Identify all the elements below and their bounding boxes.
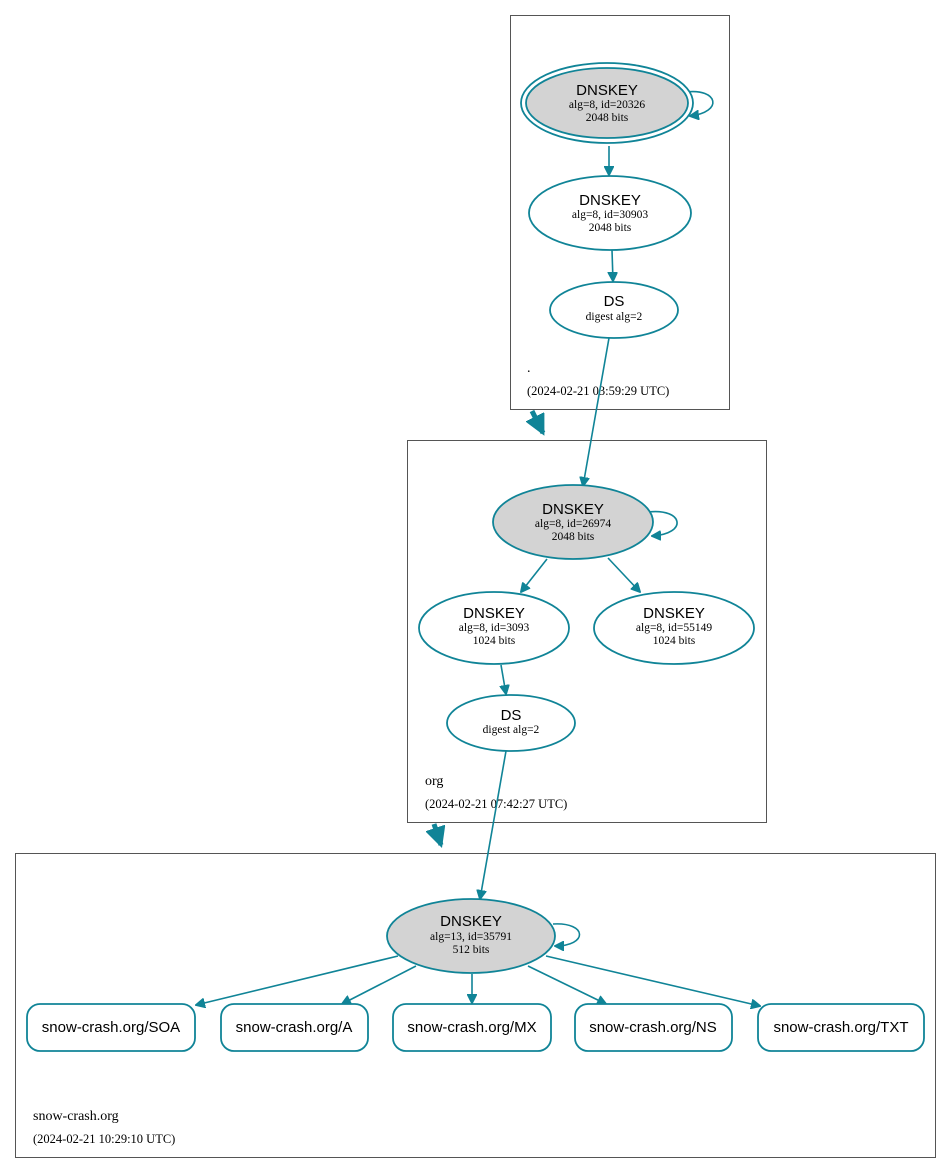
edge-snow-key-a: [342, 965, 417, 1004]
node-org-zsk-55149[interactable]: DNSKEY alg=8, id=55149 1024 bits: [593, 591, 755, 665]
rrset-ns-label: snow-crash.org/NS: [589, 1019, 717, 1036]
edge-org-zsk1-ds: [501, 664, 506, 694]
rrset-soa-label: snow-crash.org/SOA: [42, 1019, 180, 1036]
edge-snow-key-soa: [196, 955, 399, 1005]
zone-time-root: (2024-02-21 03:59:29 UTC): [527, 384, 669, 398]
rrset-mx-label: snow-crash.org/MX: [407, 1019, 536, 1036]
node-root-ksk-line2: 2048 bits: [586, 112, 629, 124]
edge-snow-key-txt: [545, 955, 760, 1006]
node-org-ksk-line1: alg=8, id=26974: [535, 518, 611, 530]
node-org-zsk1-line1: alg=8, id=3093: [459, 622, 530, 634]
edge-snow-key-self: [552, 923, 581, 946]
edge-root-ds-org-ksk: [583, 337, 610, 486]
node-root-zsk-line1: alg=8, id=30903: [572, 209, 648, 221]
node-snow-key-title: DNSKEY: [440, 913, 502, 930]
zone-box-org: [407, 440, 767, 823]
zone-box-root: [510, 15, 730, 410]
node-root-ksk-title: DNSKEY: [576, 82, 638, 99]
zone-name-org: org: [425, 774, 443, 789]
delegation-edge-root-org: [532, 409, 546, 433]
edge-org-ksk-zsk1: [521, 558, 548, 592]
node-org-ds-line1: digest alg=2: [483, 724, 540, 736]
node-org-ds[interactable]: DS digest alg=2: [446, 694, 576, 752]
rrset-txt[interactable]: snow-crash.org/TXT: [757, 1003, 925, 1052]
node-root-ds-line1: digest alg=2: [586, 311, 643, 323]
zone-name-root: .: [527, 361, 531, 376]
edge-snow-key-ns: [527, 965, 606, 1004]
node-org-zsk-3093[interactable]: DNSKEY alg=8, id=3093 1024 bits: [418, 591, 570, 665]
zone-name-snow-crash: snow-crash.org: [33, 1109, 119, 1124]
node-org-zsk1-title: DNSKEY: [463, 605, 525, 622]
rrset-mx[interactable]: snow-crash.org/MX: [392, 1003, 552, 1052]
node-org-zsk2-line2: 1024 bits: [653, 635, 696, 647]
node-org-ksk[interactable]: DNSKEY alg=8, id=26974 2048 bits: [492, 484, 654, 560]
node-org-ds-title: DS: [501, 707, 522, 724]
node-snow-key-line2: 512 bits: [453, 944, 490, 956]
zone-time-snow-crash: (2024-02-21 10:29:10 UTC): [33, 1132, 175, 1146]
node-root-ksk-line1: alg=8, id=20326: [569, 99, 645, 111]
edge-root-zsk-ds: [612, 249, 613, 281]
node-org-zsk2-title: DNSKEY: [643, 605, 705, 622]
node-root-zsk-title: DNSKEY: [579, 192, 641, 209]
rrset-soa[interactable]: snow-crash.org/SOA: [26, 1003, 196, 1052]
edge-root-ksk-self: [685, 90, 714, 116]
node-root-zsk-line2: 2048 bits: [589, 222, 632, 234]
node-snow-key-line1: alg=13, id=35791: [430, 931, 512, 943]
node-snow-key[interactable]: DNSKEY alg=13, id=35791 512 bits: [386, 898, 556, 974]
edge-org-ksk-self: [647, 510, 678, 536]
node-root-ds[interactable]: DS digest alg=2: [549, 281, 679, 339]
rrset-ns[interactable]: snow-crash.org/NS: [574, 1003, 733, 1052]
delegation-edge-org-snow: [434, 823, 441, 845]
rrset-a[interactable]: snow-crash.org/A: [220, 1003, 369, 1052]
node-root-zsk[interactable]: DNSKEY alg=8, id=30903 2048 bits: [528, 175, 692, 251]
node-org-zsk2-line1: alg=8, id=55149: [636, 622, 712, 634]
node-org-ksk-line2: 2048 bits: [552, 531, 595, 543]
node-org-ksk-title: DNSKEY: [542, 501, 604, 518]
node-root-ds-title: DS: [604, 293, 625, 310]
node-root-ksk[interactable]: DNSKEY alg=8, id=20326 2048 bits: [520, 62, 694, 144]
node-org-zsk1-line2: 1024 bits: [473, 635, 516, 647]
zone-box-snow-crash: [15, 853, 936, 1158]
rrset-a-label: snow-crash.org/A: [236, 1019, 353, 1036]
edge-org-ksk-zsk2: [607, 557, 640, 592]
edge-org-ds-snow-key: [480, 750, 507, 899]
rrset-txt-label: snow-crash.org/TXT: [773, 1019, 908, 1036]
